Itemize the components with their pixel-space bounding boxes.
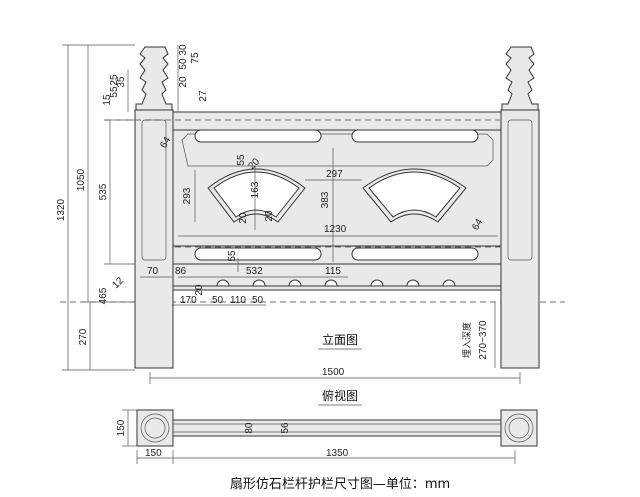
dim-64-right: 64 — [470, 217, 485, 233]
dim-post-35: 35 — [116, 76, 127, 88]
elevation-caption: 立面图 — [322, 332, 358, 347]
left-dimension-lines — [62, 44, 179, 371]
dim-post-55: 55 — [109, 86, 120, 98]
left-post — [134, 46, 174, 369]
dim-width-1500: 1500 — [322, 367, 345, 378]
dim-383: 383 — [320, 191, 331, 208]
dim-post-top-50: 50 — [178, 58, 189, 70]
plan-view — [122, 409, 538, 464]
right-post — [500, 46, 540, 369]
dim-110: 110 — [230, 295, 246, 306]
dim-embed-depth: 270 — [78, 328, 89, 345]
dim-70: 70 — [147, 266, 159, 277]
base-arches — [216, 279, 456, 287]
dim-64-left: 64 — [158, 135, 173, 151]
dim-above-ground: 1050 — [76, 168, 87, 191]
dim-lower-height: 465 — [98, 287, 109, 304]
plan-dim-56: 56 — [280, 422, 291, 434]
dim-20-bottom-a: 20 — [238, 212, 249, 224]
dim-post-15: 15 — [102, 94, 113, 106]
dim-532: 532 — [246, 266, 263, 277]
dim-115: 115 — [325, 266, 341, 277]
fan-opening-right — [362, 168, 467, 223]
top-rail — [172, 111, 502, 131]
plan-caption: 俯视图 — [322, 388, 358, 403]
dim-55-bottom: 55 — [227, 250, 238, 262]
dim-293: 293 — [182, 187, 193, 204]
plan-dim-1350: 1350 — [326, 448, 349, 459]
dim-50-a: 50 — [212, 295, 224, 306]
dim-55-top: 55 — [236, 154, 247, 166]
plan-dim-150-height: 150 — [116, 419, 127, 436]
plan-dim-150-width: 150 — [145, 448, 162, 459]
dim-1230: 1230 — [324, 224, 347, 235]
dim-post-top-30: 30 — [178, 44, 189, 56]
dim-post-25: 25 — [109, 74, 120, 86]
top-slot-right — [351, 129, 479, 143]
dim-86: 86 — [175, 266, 187, 277]
plan-dim-80: 80 — [244, 422, 255, 434]
bottom-slot-left — [194, 247, 322, 261]
dim-post-top-20: 20 — [178, 76, 189, 88]
dim-20-bottom-b: 20 — [264, 210, 275, 222]
dim-post-27: 27 — [198, 90, 209, 102]
dim-163: 163 — [250, 181, 261, 198]
dim-170: 170 — [180, 295, 197, 306]
dim-50-b: 50 — [252, 295, 264, 306]
elevation-view — [60, 44, 565, 384]
dim-20-base: 20 — [194, 284, 205, 296]
top-slot-left — [194, 129, 322, 143]
dim-post-top-75: 75 — [190, 52, 201, 64]
embed-note: 埋入深度 — [461, 322, 472, 358]
bottom-slot-right — [351, 247, 479, 261]
dim-297: 297 — [326, 169, 343, 180]
embed-range: 270~370 — [478, 320, 489, 360]
dim-12: 12 — [110, 275, 126, 291]
dim-total-height: 1320 — [56, 198, 67, 221]
fan-opening-left — [207, 168, 306, 223]
drawing-title: 扇形仿石栏杆护栏尺寸图—单位：mm — [230, 476, 450, 492]
dim-panel-height: 535 — [98, 183, 109, 200]
